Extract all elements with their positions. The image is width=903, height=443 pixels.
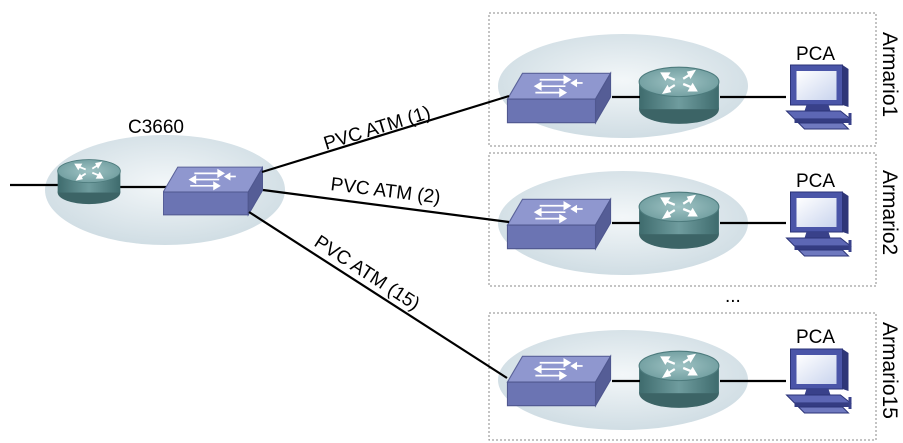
pvc-link-2	[262, 188, 510, 224]
cabinet-label: Armario15	[878, 322, 901, 419]
pvc-label-1: PVC ATM (1)	[321, 102, 433, 154]
cabinet-1-border	[488, 12, 877, 147]
cabinet-2: PCA Armario2	[488, 152, 901, 287]
atm-switch-icon[interactable]	[163, 166, 263, 216]
atm-switch-icon[interactable]	[506, 355, 612, 407]
atm-switch-icon[interactable]	[506, 72, 612, 124]
pvc-link-15	[248, 211, 508, 379]
pc-icon[interactable]	[785, 191, 853, 257]
core-router-label: C3660	[128, 117, 184, 138]
core-site: C3660	[10, 117, 285, 245]
more-cabinets-ellipsis: ...	[725, 286, 741, 307]
cabinet-15-border	[488, 312, 877, 441]
cabinet-label: Armario1	[878, 32, 901, 117]
pvc-link-1	[261, 94, 510, 174]
atm-switch-icon[interactable]	[506, 198, 612, 250]
cabinet-1: PCA Armario1	[488, 12, 901, 147]
pc-icon[interactable]	[785, 64, 853, 130]
pc-icon[interactable]	[785, 348, 853, 414]
pc-label: PCA	[796, 44, 835, 65]
pvc-label-2: PVC ATM (2)	[329, 174, 441, 208]
pc-label: PCA	[796, 327, 835, 348]
cabinet-15: PCA Armario15	[488, 312, 901, 441]
pvc-label-15: PVC ATM (15)	[310, 232, 423, 316]
cabinet-label: Armario2	[878, 170, 901, 255]
router-icon[interactable]	[637, 191, 721, 251]
router-icon[interactable]	[637, 66, 721, 126]
pc-label: PCA	[796, 171, 835, 192]
router-icon[interactable]	[56, 158, 122, 206]
router-icon[interactable]	[637, 350, 721, 410]
pvc-links: PVC ATM (1) PVC ATM (2) PVC ATM (15)	[248, 94, 510, 379]
